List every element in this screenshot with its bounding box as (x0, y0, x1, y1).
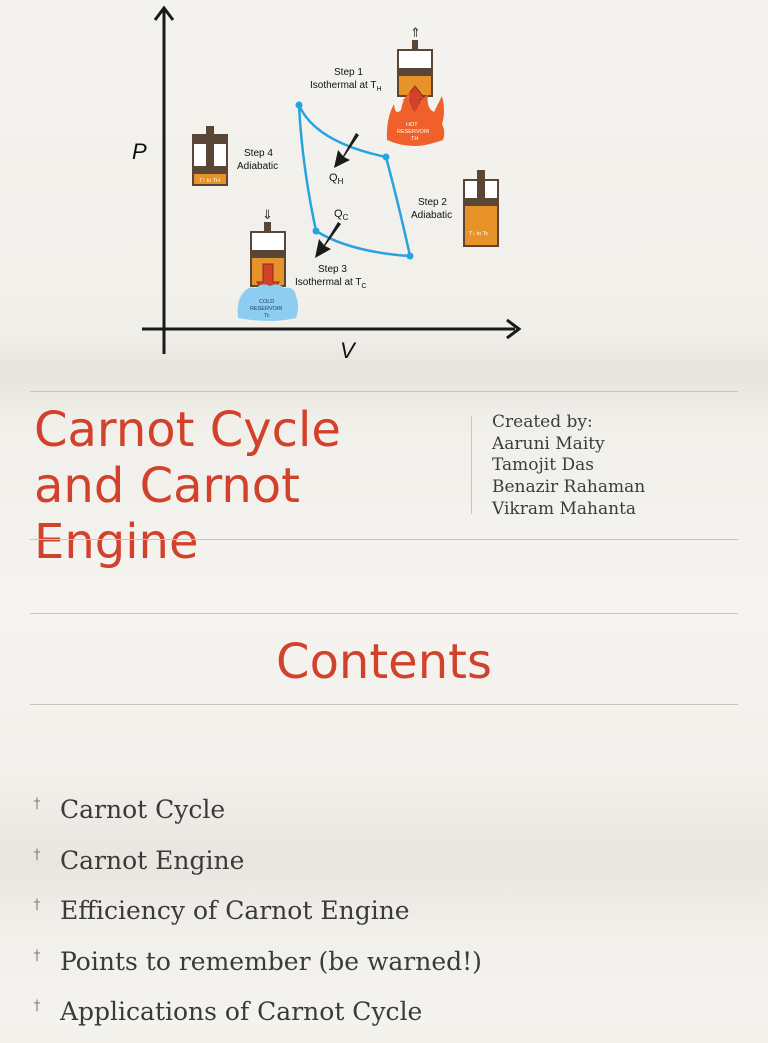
down-arrow-icon: ⇓ (262, 207, 273, 222)
list-item-text: Carnot Cycle (60, 795, 226, 824)
author-name: Benazir Rahaman (492, 477, 646, 498)
piston-step2: T↓ to Tc (463, 170, 499, 247)
qc-arrow-icon (315, 222, 341, 258)
cold-reservoir-label-3: Tc (264, 313, 270, 319)
step4-desc: Adiabatic (237, 161, 278, 172)
qc-label: QC (334, 208, 349, 222)
list-item: † Carnot Engine (30, 841, 482, 892)
list-item: † Points to remember (be warned!) (30, 942, 482, 993)
hot-reservoir-label-3: TH (411, 136, 418, 142)
author-name: Aaruni Maity (492, 433, 605, 454)
piston-step2-label: T↓ to Tc (469, 231, 488, 237)
hot-reservoir-label-2: RESERVOIR (397, 129, 429, 135)
step3-desc: Isothermal at TC (295, 277, 367, 290)
cycle-point-b (382, 153, 390, 161)
qh-arrow-icon (334, 133, 359, 168)
up-arrow-icon: ⇑ (410, 25, 421, 40)
list-item-text: Points to remember (be warned!) (60, 946, 482, 976)
step3-title: Step 3 (318, 264, 347, 275)
divider-top (30, 391, 738, 392)
hot-reservoir-flame (386, 92, 445, 146)
contents-rule-top (30, 613, 738, 614)
cross-bullet-icon: † (33, 998, 41, 1014)
step1-title: Step 1 (334, 67, 363, 78)
list-item: † Efficiency of Carnot Engine (30, 891, 482, 942)
cross-bullet-icon: † (33, 897, 41, 913)
step1-desc: Isothermal at TH (310, 80, 382, 93)
cycle-point-c (406, 252, 414, 260)
list-item-text: Carnot Engine (60, 845, 245, 875)
piston-step1: ⇑ HOT RESERVOIR TH (386, 25, 445, 146)
piston-step4-label: T↑ to TH (199, 178, 220, 184)
list-item-text: Applications of Carnot Cycle (60, 997, 423, 1026)
author-name: Vikram Mahanta (492, 498, 637, 519)
piston-step3: ⇓ COLD RESERVOIR Tc (237, 207, 298, 321)
qh-label: QH (329, 172, 344, 186)
step2-title: Step 2 (418, 197, 447, 208)
vertical-divider (471, 416, 472, 514)
author-name: Tamojit Das (492, 455, 594, 476)
slide-title: Carnot Cycle and Carnot Engine (34, 402, 341, 570)
contents-heading: Contents (276, 634, 492, 690)
cross-bullet-icon: † (33, 947, 41, 964)
cold-reservoir-label-2: RESERVOIR (250, 306, 282, 312)
contents-list: † Carnot Cycle † Carnot Engine † Efficie… (30, 790, 482, 1043)
v-axis-arrow-icon (506, 318, 522, 340)
step4-title: Step 4 (244, 148, 273, 159)
list-item: † Applications of Carnot Cycle (30, 992, 482, 1043)
title-slide: P V QH QC Step 1 Isothermal at TH Step 2… (0, 0, 768, 600)
carnot-cycle-diagram: P V QH QC Step 1 Isothermal at TH Step 2… (132, 5, 522, 363)
cycle-point-a (295, 101, 303, 109)
step2-desc: Adiabatic (411, 210, 452, 221)
cross-bullet-icon: † (33, 796, 41, 812)
credits-block: Created by: Aaruni Maity Tamojit Das Ben… (492, 412, 645, 521)
cross-bullet-icon: † (33, 846, 41, 863)
cold-reservoir (237, 284, 298, 321)
piston-step4: T↑ to TH (192, 126, 228, 186)
cold-reservoir-label-1: COLD (259, 299, 274, 305)
contents-rule-bottom (30, 704, 738, 705)
p-axis-arrow-icon (153, 5, 175, 21)
axis-label-v: V (340, 338, 357, 363)
axis-label-p: P (132, 139, 147, 164)
divider-bottom (30, 539, 738, 540)
contents-slide (0, 600, 768, 1024)
created-by-label: Created by: (492, 412, 593, 432)
list-item: † Carnot Cycle (30, 790, 482, 841)
list-item-text: Efficiency of Carnot Engine (60, 896, 410, 925)
cycle-point-d (312, 227, 320, 235)
hot-reservoir-label-1: HOT (406, 122, 418, 128)
